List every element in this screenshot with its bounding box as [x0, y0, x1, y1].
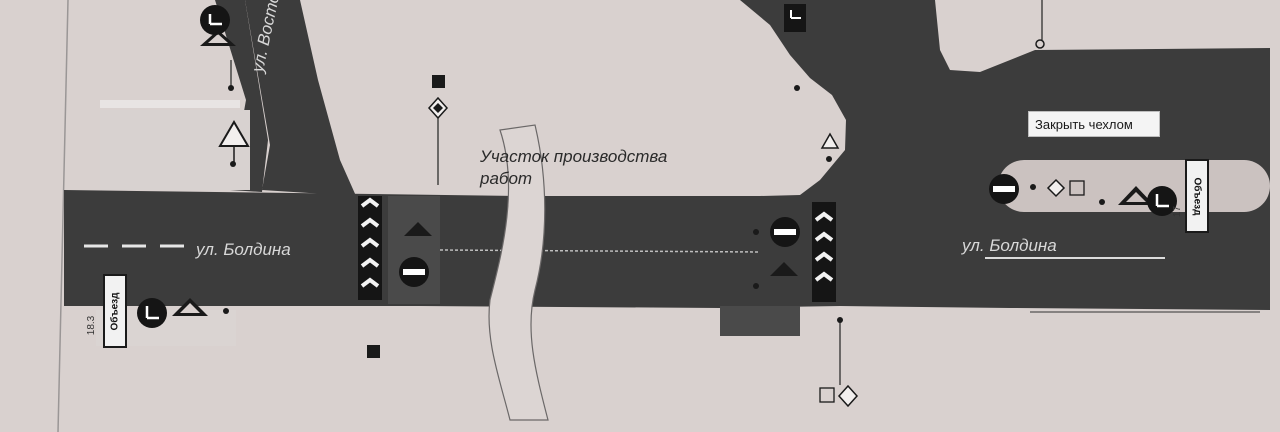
crossing-bump [720, 306, 800, 336]
detour-plate-left-text: Объезд [109, 292, 121, 330]
sidewalk-edge [100, 100, 240, 108]
chevron-board-icon [358, 196, 382, 300]
lane-line [439, 249, 761, 253]
small-sign-icon [1069, 180, 1085, 196]
keep-right-arrow-sign-icon [784, 4, 806, 32]
km-marker-left: 18.3 [86, 315, 98, 336]
priority-road-diamond-sign-icon [837, 384, 859, 408]
detour-plate-icon [103, 274, 127, 348]
road-works-triangle-sign-icon [404, 222, 432, 236]
road-works-triangle-sign-icon [200, 30, 236, 46]
sidewalk-left [100, 110, 250, 190]
give-way-triangle-sign-icon [820, 132, 840, 149]
small-sign-icon [367, 345, 380, 358]
keep-right-arrow-sign-icon [1147, 186, 1177, 216]
small-sign-icon [819, 387, 835, 403]
no-entry-sign-icon [399, 257, 429, 287]
priority-road-diamond-sign-icon [427, 96, 449, 120]
detour-plate-right: Объезд [1186, 166, 1208, 226]
keep-right-arrow-sign-icon [200, 5, 230, 35]
give-way-triangle-sign-icon [218, 120, 250, 162]
street-label-right: ул. Болдина [962, 236, 1057, 255]
priority-road-diamond-sign-icon [1046, 178, 1066, 198]
worksite-label: Участок производства работ [480, 146, 667, 190]
sheet-border [57, 0, 69, 432]
crosswalk-area [388, 196, 440, 304]
km-marker-right: 17 [1172, 205, 1184, 218]
no-entry-sign-icon [770, 217, 800, 247]
worksite-label-line2: работ [480, 169, 533, 188]
road-works-triangle-sign-icon [1118, 186, 1154, 205]
vertical-road [245, 0, 356, 196]
detour-plate-icon [1185, 159, 1209, 233]
chevron-board-icon [812, 202, 836, 302]
detour-plate-left: Объезд [104, 281, 126, 341]
detour-plate-right-text: Объезд [1191, 177, 1203, 215]
worksite-corridor [488, 124, 549, 421]
street-label-left: ул. Болдина [196, 240, 291, 259]
road-works-triangle-sign-icon [172, 298, 208, 316]
small-sign-icon [432, 75, 445, 88]
road-works-triangle-sign-icon [770, 262, 798, 276]
no-entry-sign-icon [989, 174, 1019, 204]
keep-right-arrow-sign-icon [137, 298, 167, 328]
worksite-label-line1: Участок производства [480, 147, 668, 166]
cover-note: Закрыть чехлом [1028, 111, 1160, 137]
post-dots [223, 39, 1105, 323]
